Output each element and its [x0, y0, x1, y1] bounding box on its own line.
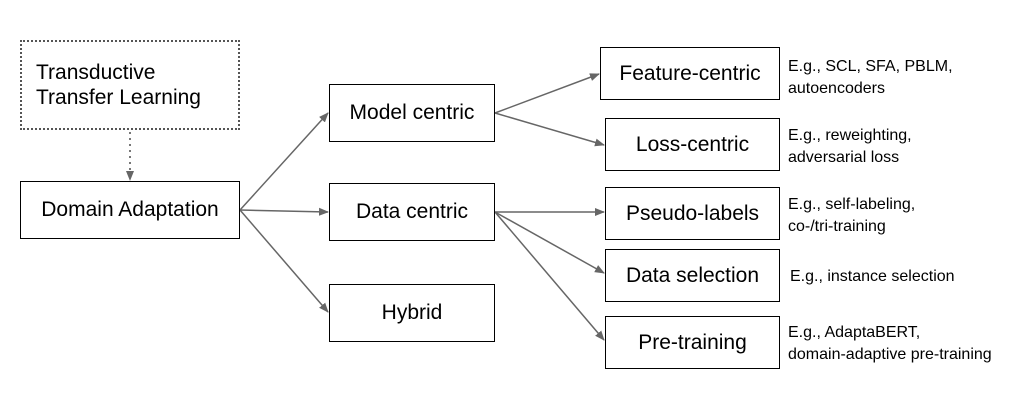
node-feature-centric: Feature-centric	[600, 47, 780, 100]
example-pre-training-line2: domain-adaptive pre-training	[788, 345, 992, 363]
node-hybrid: Hybrid	[329, 284, 495, 342]
node-loss-centric: Loss-centric	[605, 118, 780, 171]
example-data-selection: E.g., instance selection	[790, 266, 955, 288]
node-transductive-line1: Transductive	[36, 60, 156, 84]
node-data-selection-label: Data selection	[625, 263, 760, 287]
node-model-centric-label: Model centric	[349, 101, 475, 125]
node-domain-adaptation: Domain Adaptation	[20, 181, 240, 239]
example-pseudo-labels-line2: co-/tri-training	[788, 217, 886, 235]
arrow-da-to-hybrid	[239, 209, 329, 313]
example-loss-centric: E.g., reweighting, adversarial loss	[788, 125, 912, 168]
example-pseudo-labels: E.g., self-labeling, co-/tri-training	[788, 194, 915, 237]
node-loss-centric-label: Loss-centric	[635, 132, 750, 156]
node-transductive-line2: Transfer Learning	[36, 86, 201, 109]
node-data-selection: Data selection	[605, 249, 780, 302]
node-domain-adaptation-label: Domain Adaptation	[41, 198, 219, 222]
node-pseudo-labels: Pseudo-labels	[605, 187, 780, 240]
example-feature-centric-line1: E.g., SCL, SFA, PBLM,	[788, 58, 953, 75]
node-pre-training: Pre-training	[605, 316, 780, 369]
arrow-data-to-selection	[494, 211, 605, 274]
node-pre-training-label: Pre-training	[638, 330, 747, 354]
example-pre-training-line1: E.g., AdaptaBERT,	[788, 324, 921, 341]
node-data-centric: Data centric	[329, 183, 495, 241]
arrow-da-to-data-centric	[239, 207, 329, 216]
example-loss-centric-line2: adversarial loss	[788, 148, 900, 166]
node-model-centric: Model centric	[329, 84, 495, 142]
node-transductive-transfer-learning: Transductive Transfer Learning	[20, 40, 240, 130]
example-loss-centric-line1: E.g., reweighting,	[788, 127, 912, 144]
arrow-model-to-loss	[494, 112, 605, 147]
example-feature-centric-line2: autoencoders	[788, 79, 885, 97]
arrow-da-to-model-centric	[239, 112, 329, 211]
node-feature-centric-label: Feature-centric	[619, 61, 761, 85]
arrow-data-to-pretraining	[494, 211, 605, 341]
node-hybrid-label: Hybrid	[381, 301, 443, 325]
example-pre-training: E.g., AdaptaBERT, domain-adaptive pre-tr…	[788, 322, 992, 365]
node-data-centric-label: Data centric	[355, 200, 469, 224]
arrow-model-to-feature	[494, 73, 600, 114]
example-feature-centric: E.g., SCL, SFA, PBLM, autoencoders	[788, 56, 953, 99]
node-pseudo-labels-label: Pseudo-labels	[625, 201, 760, 225]
example-data-selection-line1: E.g., instance selection	[790, 268, 955, 285]
example-pseudo-labels-line1: E.g., self-labeling,	[788, 196, 916, 213]
